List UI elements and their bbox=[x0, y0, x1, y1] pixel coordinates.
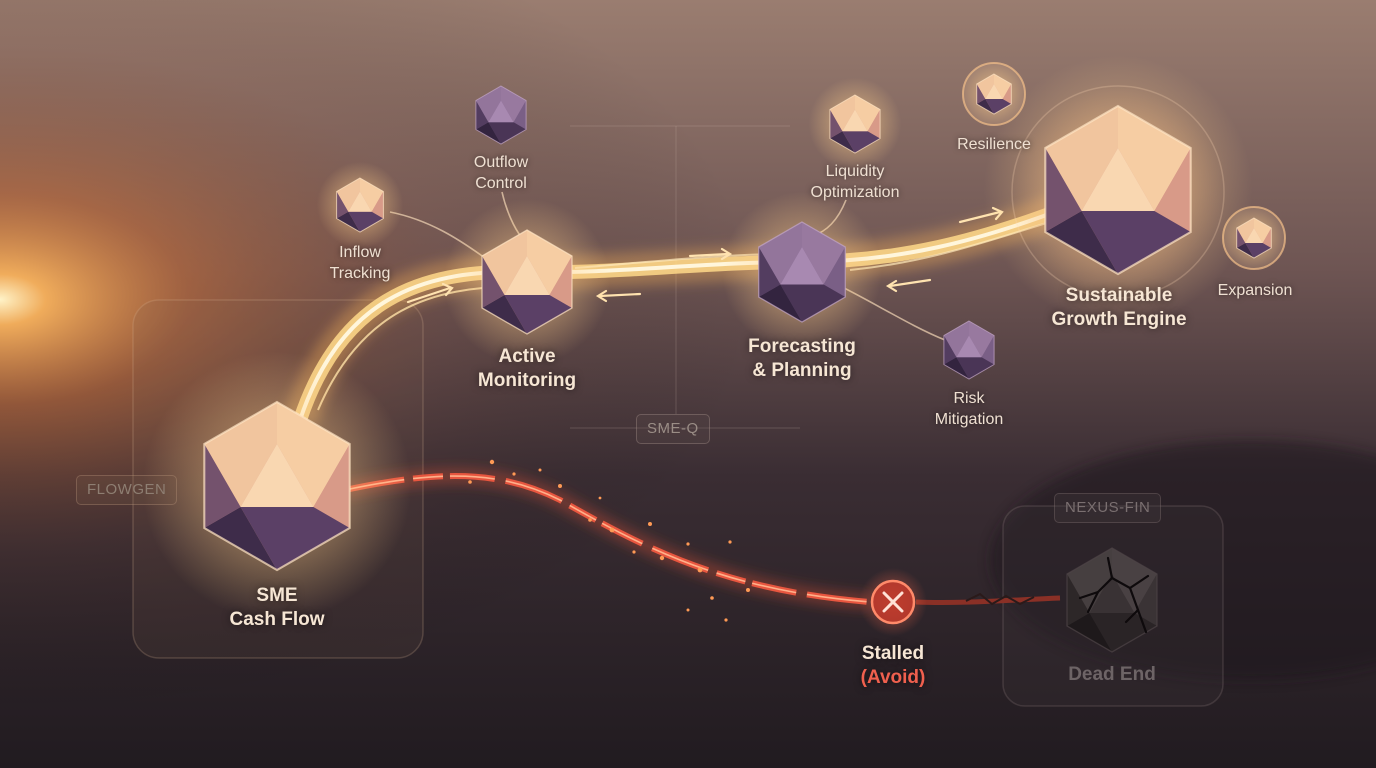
sme-cash-flow-gem bbox=[142, 351, 412, 621]
outflow-control-gem bbox=[475, 85, 527, 145]
stalled-label: Stalled(Avoid) bbox=[860, 643, 926, 688]
liquidity-optimization-gem bbox=[808, 77, 902, 171]
stall-path bbox=[343, 468, 1061, 610]
inflow-tracking-gem bbox=[316, 161, 404, 249]
forecasting-planning-gem bbox=[722, 192, 882, 352]
forecasting-planning-label: Forecasting& Planning bbox=[748, 336, 856, 381]
sme-q-tag: SME-Q bbox=[636, 414, 710, 444]
avoid-label: (Avoid) bbox=[860, 667, 926, 688]
cracked-gem-icon bbox=[1078, 556, 1150, 634]
x-circle-icon bbox=[859, 568, 927, 636]
nexus-fin-tag: NEXUS-FIN bbox=[1054, 493, 1162, 523]
sparks bbox=[468, 459, 750, 622]
growth-engine-gem bbox=[983, 55, 1253, 325]
resilience-gem bbox=[962, 62, 1026, 126]
expansion-label: Expansion bbox=[1217, 282, 1293, 299]
expansion-gem bbox=[1222, 206, 1286, 270]
dead-end-label: Dead End bbox=[1068, 664, 1156, 685]
risk-mitigation-gem bbox=[943, 320, 995, 380]
active-monitoring-gem bbox=[443, 198, 611, 366]
resilience-label: Resilience bbox=[957, 136, 1031, 153]
flowgen-tag: FLOWGEN bbox=[76, 475, 178, 505]
